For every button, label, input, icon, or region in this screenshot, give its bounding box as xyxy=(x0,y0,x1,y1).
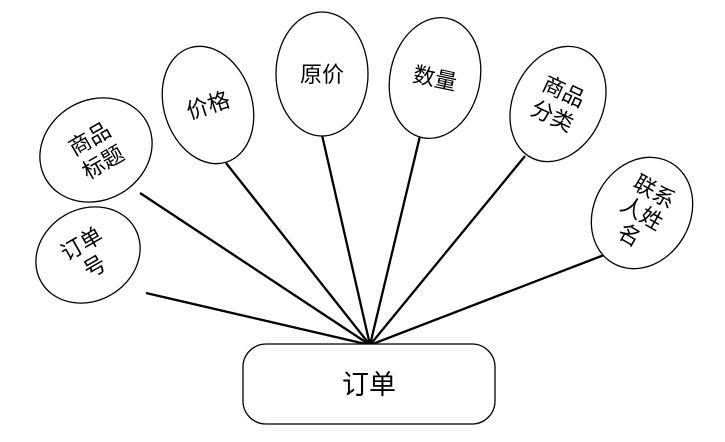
attribute-ellipse xyxy=(161,45,255,165)
entity-order: 订单 xyxy=(242,343,496,425)
connector-original-price xyxy=(320,134,372,346)
entity-label: 订单 xyxy=(342,370,396,401)
attribute-product-category: 商品 分类 xyxy=(509,45,607,163)
attribute-order-number: 订单 号 xyxy=(35,206,141,304)
connector-product-title xyxy=(139,192,371,346)
connector-price xyxy=(225,162,371,346)
connectors xyxy=(139,134,605,347)
attribute-ellipse xyxy=(35,206,141,304)
attribute-ellipse xyxy=(509,45,607,163)
attribute-product-title: 商品 标题 xyxy=(39,97,153,203)
attribute-ellipse xyxy=(275,11,369,137)
attribute-ellipse xyxy=(590,156,694,270)
attribute-ellipse xyxy=(388,16,482,140)
connector-product-category xyxy=(369,155,526,346)
connector-contact-name xyxy=(369,253,605,347)
attribute-contact-name: 联系 人姓 名 xyxy=(590,156,694,270)
attribute-original-price: 原价 xyxy=(275,11,369,137)
connector-order-number xyxy=(145,291,371,347)
attribute-quantity: 数量 xyxy=(388,16,482,140)
connector-quantity xyxy=(368,135,422,346)
entity-box xyxy=(242,343,496,425)
attribute-ellipse xyxy=(39,97,153,203)
attribute-label-line: 原价 xyxy=(300,63,344,88)
attribute-price: 价格 xyxy=(161,45,255,165)
